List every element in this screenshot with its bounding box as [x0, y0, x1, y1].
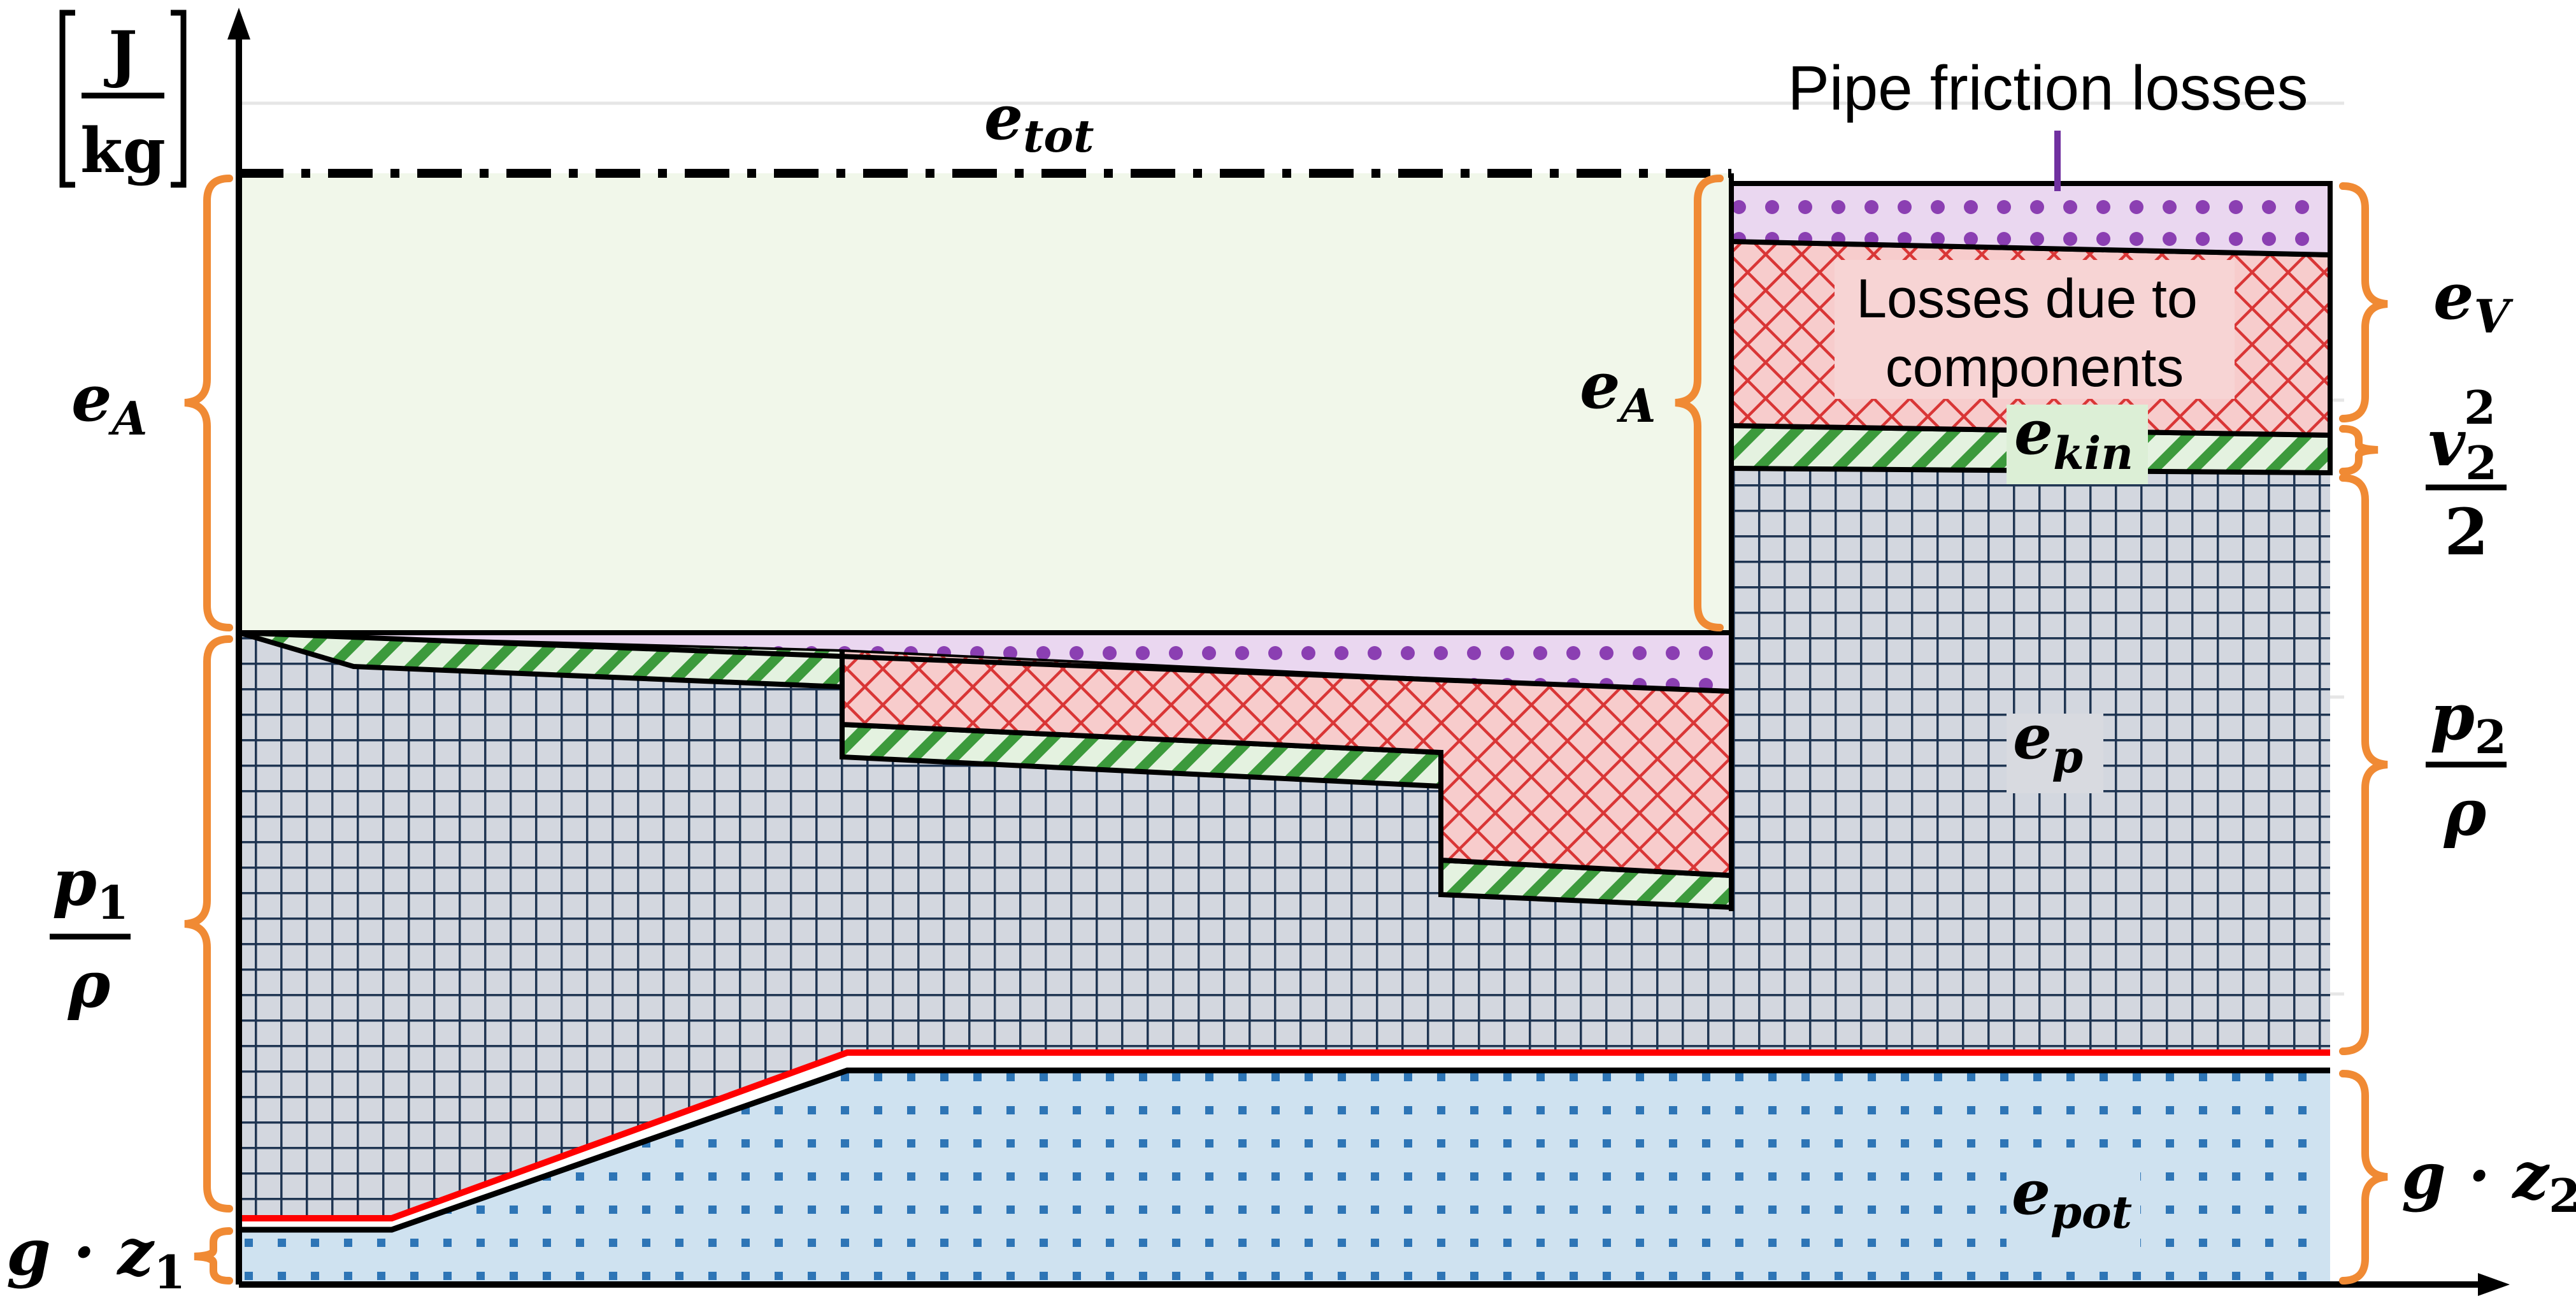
brace-e-A-left	[184, 175, 233, 631]
pipe-friction-band-right	[1729, 181, 2333, 258]
supply-energy-area-left	[239, 173, 1729, 633]
potential-energy-area	[239, 1070, 2330, 1285]
brace-e-V	[2339, 182, 2388, 422]
label-gz2: g · z2	[2401, 1138, 2576, 1223]
kinetic-label-box	[2007, 405, 2148, 484]
label-v2-squared-over-2: v2 2 2	[2426, 380, 2507, 570]
brace-p1-rho	[184, 635, 233, 1213]
label-e-tot: etot	[984, 82, 1094, 162]
brace-gz1	[194, 1227, 233, 1285]
y-axis-arrow	[227, 8, 250, 40]
unit-numerator: J	[103, 18, 137, 90]
brace-e-A-right	[1675, 175, 1724, 631]
svg-text:p2: p2	[2430, 679, 2507, 764]
brace-gz2	[2339, 1070, 2388, 1285]
brace-v2-sq	[2339, 425, 2379, 475]
svg-text:p1: p1	[52, 845, 129, 930]
label-p1-over-rho: p1 ρ	[50, 845, 131, 1022]
potential-energy-boundary	[239, 1067, 2330, 1233]
label-e-A-left: eA	[71, 361, 148, 445]
svg-text:ρ: ρ	[2444, 775, 2487, 850]
x-axis-arrow	[2478, 1273, 2510, 1296]
components-label-box	[1835, 260, 2235, 399]
label-e-pot: epot	[2012, 1156, 2132, 1239]
label-e-A-right: eA	[1580, 348, 1656, 433]
label-gz1: g · z1	[6, 1214, 185, 1299]
pipe-friction-band-left	[239, 633, 1731, 691]
pressure-label-box	[2007, 714, 2103, 793]
label-e-kin: ekin	[2014, 396, 2133, 480]
svg-text:2: 2	[2444, 494, 2489, 570]
braces	[184, 175, 2388, 1285]
label-e-V: eV	[2433, 259, 2514, 343]
red-reference-line	[239, 1049, 2330, 1221]
label-pipe-friction: Pipe friction losses	[1787, 53, 2308, 123]
potential-label-box	[2007, 1167, 2140, 1249]
unit-denominator: kg	[80, 115, 166, 187]
label-p2-over-rho: p2 ρ	[2426, 679, 2507, 850]
y-axis-unit: J kg	[59, 10, 187, 188]
pressure-energy-area-left	[239, 633, 1731, 1221]
label-e-p: ep	[2013, 701, 2083, 783]
svg-text:2: 2	[2464, 380, 2496, 435]
svg-text:v2: v2	[2428, 405, 2497, 490]
label-losses-components: Losses due to components	[1856, 268, 2212, 398]
brace-p2-rho	[2339, 474, 2388, 1055]
svg-text:ρ: ρ	[68, 947, 111, 1022]
